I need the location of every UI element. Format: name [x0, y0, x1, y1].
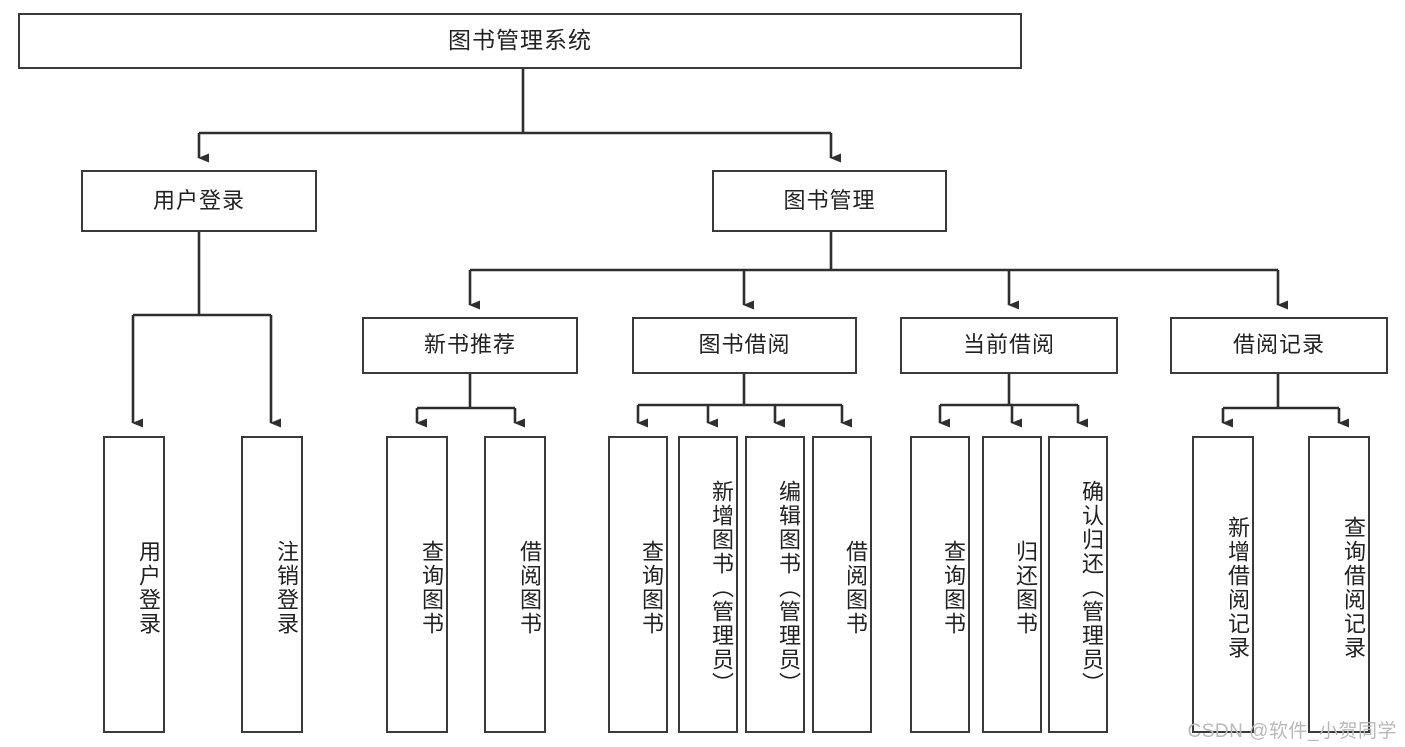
leaf-borrow-book-1[interactable]: 借阅图书 [484, 436, 546, 733]
node-user-login[interactable]: 用户登录 [81, 170, 317, 232]
node-current-borrow[interactable]: 当前借阅 [900, 317, 1118, 374]
leaf-add-book-admin[interactable]: 新增图书（管理员） [678, 436, 738, 733]
leaf-return-book[interactable]: 归还图书 [982, 436, 1042, 733]
leaf-logout-login[interactable]: 注销登录 [241, 436, 303, 733]
node-borrow-record[interactable]: 借阅记录 [1170, 317, 1388, 374]
leaf-edit-book-admin[interactable]: 编辑图书（管理员） [745, 436, 805, 733]
leaf-query-book-3[interactable]: 查询图书 [910, 436, 970, 733]
node-new-book-recommend[interactable]: 新书推荐 [362, 317, 578, 374]
node-book-management[interactable]: 图书管理 [712, 170, 947, 232]
leaf-query-book-1[interactable]: 查询图书 [386, 436, 448, 733]
leaf-query-book-2[interactable]: 查询图书 [608, 436, 668, 733]
node-book-management-system[interactable]: 图书管理系统 [18, 13, 1022, 69]
csdn-watermark: CSDN @软件_小贺同学 [1187, 721, 1397, 742]
node-book-borrow[interactable]: 图书借阅 [632, 317, 857, 374]
leaf-user-login[interactable]: 用户登录 [103, 436, 165, 733]
leaf-query-borrow-record[interactable]: 查询借阅记录 [1308, 436, 1370, 733]
leaf-confirm-return[interactable]: 确认归还（管理员） [1048, 436, 1108, 733]
leaf-borrow-book-2[interactable]: 借阅图书 [812, 436, 872, 733]
leaf-add-borrow-record[interactable]: 新增借阅记录 [1192, 436, 1254, 733]
